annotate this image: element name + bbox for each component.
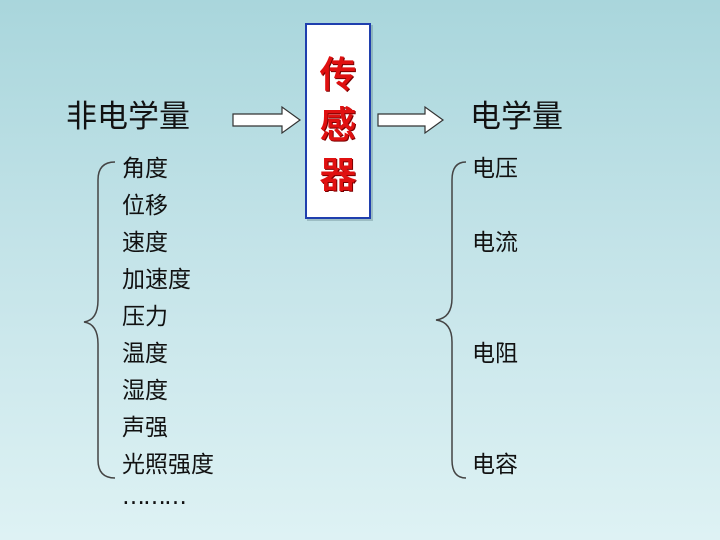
list-item: 电容 <box>472 452 518 478</box>
arrow-right-icon <box>377 105 445 135</box>
arrow-right-icon <box>232 105 302 135</box>
list-item: 加速度 <box>122 267 191 293</box>
list-item: 光照强度 <box>122 452 214 478</box>
input-label: 非电学量 <box>66 99 190 135</box>
list-item: 位移 <box>122 193 168 219</box>
list-item: 湿度 <box>122 378 168 404</box>
list-item: 电阻 <box>472 341 518 367</box>
left-brace <box>83 161 116 479</box>
list-item: 角度 <box>122 156 168 182</box>
sensor-char: 传 <box>319 54 356 96</box>
list-item: 压力 <box>122 304 168 330</box>
right-brace <box>435 161 467 479</box>
list-item: ……… <box>122 484 187 510</box>
output-label: 电学量 <box>470 99 563 135</box>
list-item: 速度 <box>122 230 168 256</box>
list-item: 声强 <box>122 415 168 441</box>
sensor-box: 传 感 器 <box>305 23 371 219</box>
sensor-char: 感 <box>319 104 356 146</box>
list-item: 电压 <box>472 156 518 182</box>
sensor-char: 器 <box>319 154 356 196</box>
list-item: 电流 <box>472 230 518 256</box>
list-item: 温度 <box>122 341 168 367</box>
